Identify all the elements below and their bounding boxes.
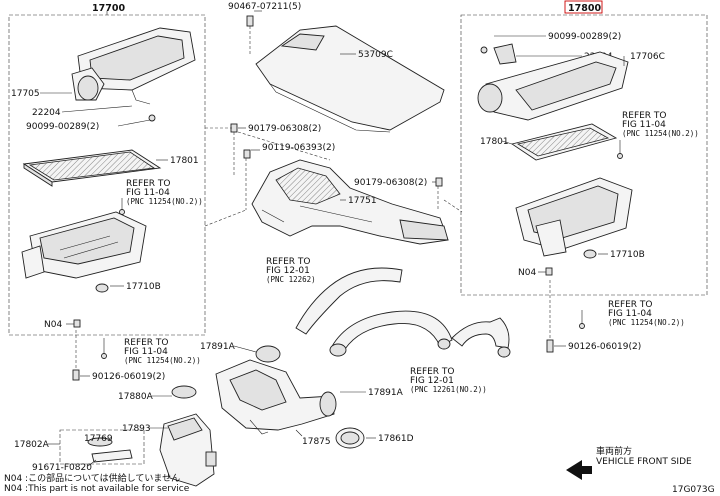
part-22204-left-label[interactable]: 22204 bbox=[32, 108, 61, 118]
part-17891a-top-label[interactable]: 17891A bbox=[200, 342, 236, 352]
vehicle-front-arrow-icon bbox=[566, 460, 592, 480]
engine-cover-53709c bbox=[255, 25, 445, 133]
air-flow-meter-17893 bbox=[159, 413, 217, 487]
right-sensor-22204 bbox=[493, 43, 517, 65]
clip-90467 bbox=[246, 15, 254, 27]
left-screw-22204 bbox=[148, 114, 156, 122]
ref6-line3[interactable]: (PNC 11254(NO.2)) bbox=[608, 318, 685, 327]
ref6-bolt bbox=[579, 323, 585, 329]
part-90126-right-label[interactable]: 90126-06019(2) bbox=[568, 342, 641, 352]
ref4-line3[interactable]: (PNC 12261(NO.2)) bbox=[410, 385, 487, 394]
ref3-line2[interactable]: FIG 11-04 bbox=[124, 347, 168, 357]
part-17861d-label[interactable]: 17861D bbox=[378, 434, 414, 444]
hose-17861d-inner bbox=[340, 431, 360, 445]
footnote-en[interactable]: N04 :This part is not available for serv… bbox=[4, 484, 190, 494]
gasket-17769 bbox=[87, 437, 113, 447]
intake-pipe-17875 bbox=[215, 359, 337, 435]
bolt-90119 bbox=[243, 149, 251, 159]
part-90119-label[interactable]: 90119-06393(2) bbox=[262, 143, 335, 153]
left-bolt-90126 bbox=[72, 369, 80, 381]
part-17700-label[interactable]: 17700 bbox=[92, 3, 125, 14]
part-53709c-label[interactable]: 53709C bbox=[358, 50, 393, 60]
right-screw-90099 bbox=[480, 46, 488, 54]
vehicle-front-jp[interactable]: 車両前方 bbox=[596, 445, 632, 457]
ref2-line3[interactable]: (PNC 12262) bbox=[266, 275, 316, 284]
part-17802a-label[interactable]: 17802A bbox=[14, 440, 50, 450]
right-n04-part bbox=[545, 267, 553, 276]
left-filter-element bbox=[22, 149, 162, 187]
part-90099-right-label[interactable]: 90099-00289(2) bbox=[548, 32, 621, 42]
ref6-line1[interactable]: REFER TO bbox=[608, 300, 653, 310]
part-17705-label[interactable]: 17705 bbox=[11, 89, 40, 99]
part-17710b-left-label[interactable]: 17710B bbox=[126, 282, 161, 292]
vehicle-front-en[interactable]: VEHICLE FRONT SIDE bbox=[596, 457, 692, 467]
left-air-cleaner-cover bbox=[71, 27, 196, 105]
part-17893-label[interactable]: 17893 bbox=[122, 424, 151, 434]
part-17800-label[interactable]: 17800 bbox=[568, 3, 601, 14]
left-air-cleaner-case bbox=[21, 211, 147, 279]
ref3-bolt bbox=[101, 353, 107, 359]
sensor-bracket bbox=[91, 449, 133, 463]
ref4-line2[interactable]: FIG 12-01 bbox=[410, 376, 454, 386]
left-grommet-17710b bbox=[95, 283, 109, 293]
part-90099-left-label[interactable]: 90099-00289(2) bbox=[26, 122, 99, 132]
part-17875-label[interactable]: 17875 bbox=[302, 437, 331, 447]
ref5-line2[interactable]: FIG 11-04 bbox=[622, 120, 666, 130]
ref6-line2[interactable]: FIG 11-04 bbox=[608, 309, 652, 319]
part-17706c-label[interactable]: 17706C bbox=[630, 52, 665, 62]
ref2-line2[interactable]: FIG 12-01 bbox=[266, 266, 310, 276]
ref3-line3[interactable]: (PNC 11254(NO.2)) bbox=[124, 356, 201, 365]
n04-right-label[interactable]: N04 bbox=[518, 268, 536, 278]
ref1-line1[interactable]: REFER TO bbox=[126, 179, 171, 189]
bolt-90179-mid bbox=[435, 177, 443, 187]
footnote-jp[interactable]: N04 :この部品については供給していません bbox=[4, 472, 180, 484]
part-90179-mid-label[interactable]: 90179-06308(2) bbox=[354, 178, 427, 188]
ref4-line1[interactable]: REFER TO bbox=[410, 367, 455, 377]
clamp-17880a bbox=[171, 385, 197, 399]
right-assembly-box bbox=[460, 14, 708, 296]
part-17891a-bottom-label[interactable]: 17891A bbox=[368, 388, 404, 398]
right-air-cleaner-cover bbox=[477, 51, 629, 121]
diagram-code[interactable]: 17G073G bbox=[672, 485, 715, 495]
part-17800-highlight bbox=[564, 0, 603, 14]
part-91671-label[interactable]: 91671-F0820 bbox=[32, 463, 92, 473]
right-grommet-17710b bbox=[583, 249, 597, 259]
n04-left-label[interactable]: N04 bbox=[44, 320, 62, 330]
ref1-line2[interactable]: FIG 11-04 bbox=[126, 188, 170, 198]
part-17751-label[interactable]: 17751 bbox=[348, 196, 377, 206]
right-bolt-90126 bbox=[546, 339, 554, 353]
sensor-group-box bbox=[59, 429, 145, 465]
ref3-line1[interactable]: REFER TO bbox=[124, 338, 169, 348]
clamp-17891a-top bbox=[255, 345, 281, 363]
ref5-line3[interactable]: (PNC 11254(NO.2)) bbox=[622, 129, 699, 138]
intake-duct-17751 bbox=[251, 159, 449, 245]
right-air-cleaner-case bbox=[515, 177, 633, 257]
part-17769-label[interactable]: 17769 bbox=[84, 434, 113, 444]
ref5-line1[interactable]: REFER TO bbox=[622, 111, 667, 121]
right-filter-element bbox=[510, 123, 618, 161]
ref1-line3[interactable]: (PNC 11254(NO.2)) bbox=[126, 197, 203, 206]
part-90126-left-label[interactable]: 90126-06019(2) bbox=[92, 372, 165, 382]
part-17801-left-label[interactable]: 17801 bbox=[170, 156, 199, 166]
part-90467-label[interactable]: 90467-07211(5) bbox=[228, 2, 301, 12]
part-17801-right-label[interactable]: 17801 bbox=[480, 137, 509, 147]
left-n04-part bbox=[73, 319, 81, 328]
part-17880a-label[interactable]: 17880A bbox=[118, 392, 154, 402]
vacuum-hoses bbox=[295, 267, 511, 358]
part-17710b-right-label[interactable]: 17710B bbox=[610, 250, 645, 260]
ref2-line1[interactable]: REFER TO bbox=[266, 257, 311, 267]
ref5-bolt bbox=[617, 153, 623, 159]
part-90179-top-label[interactable]: 90179-06308(2) bbox=[248, 124, 321, 134]
